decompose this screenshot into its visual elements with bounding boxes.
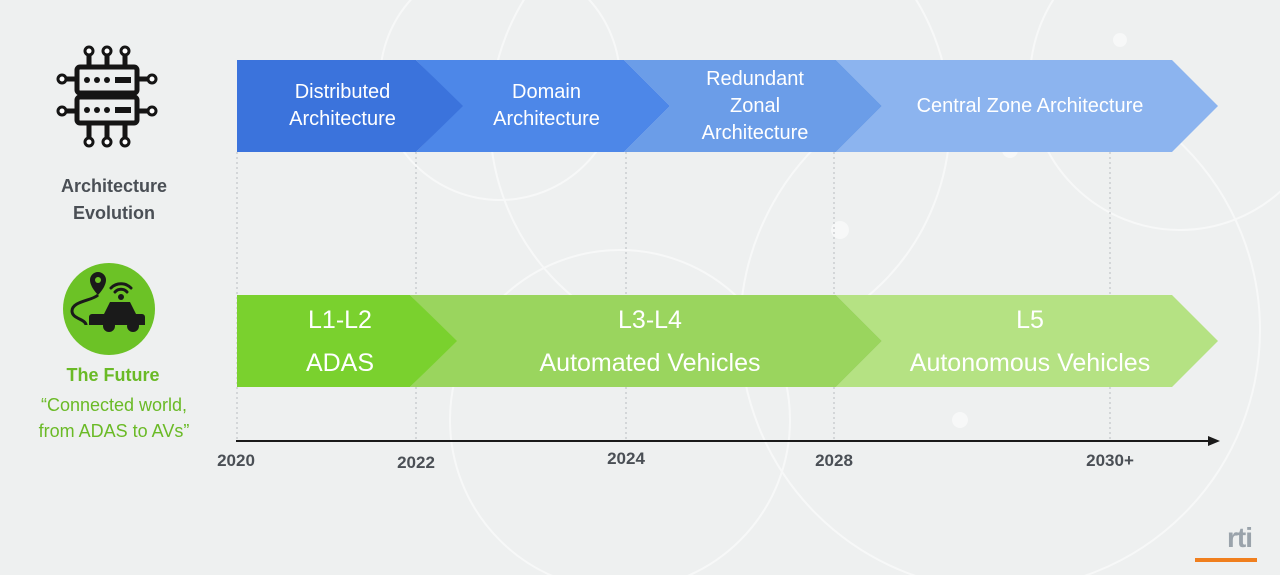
year-label: 2024 [607, 449, 645, 468]
automated-level: L3-L4 [618, 306, 682, 334]
architecture-evolution-label: Architecture Evolution [40, 173, 188, 227]
adas-level: L1-L2 [308, 306, 372, 334]
year-label: 2028 [815, 451, 853, 470]
architecture-stage-arrow [624, 60, 882, 152]
automation-stage-autonomous: L5 Autonomous Vehicles [880, 296, 1180, 388]
year-label: 2020 [217, 451, 255, 470]
automation-stage-automated: L3-L4 Automated Vehicles [455, 296, 845, 388]
future-quote: “Connected world, from ADAS to AVs” [14, 392, 214, 444]
automation-stage-arrow [237, 295, 457, 387]
stage-distributed-line-2: Architecture [289, 108, 396, 130]
adas-name: ADAS [305, 349, 375, 377]
year-label: 2022 [397, 453, 435, 472]
automated-name: Automated Vehicles [539, 349, 761, 377]
architecture-stage-arrow [237, 60, 463, 152]
autonomous-level: L5 [1016, 306, 1044, 334]
stage-central-line-1: Central Zone Architecture [916, 94, 1144, 117]
stage-domain-line-1: Domain [512, 81, 581, 103]
automation-stage-arrow [410, 295, 882, 387]
automation-stage-arrow [836, 295, 1218, 387]
stage-zonal-line-1: Redundant [706, 67, 804, 90]
the-future-title: The Future [66, 365, 160, 385]
stage-domain-line-2: Architecture [493, 108, 600, 130]
architecture-stage-redundant-zonal: Redundant Zonal Architecture [662, 60, 848, 152]
future-quote-line-1: “Connected world, [40, 395, 188, 415]
architecture-stage-distributed: Distributed Architecture [250, 60, 435, 152]
future-quote-line-2: from ADAS to AVs” [38, 421, 190, 441]
autonomous-name: Autonomous Vehicles [909, 349, 1151, 377]
architecture-label-line-2: Evolution [73, 203, 155, 223]
architecture-stage-arrow [416, 60, 670, 152]
timeline-axis-arrowhead [1208, 436, 1220, 446]
logo-accent-bar [1195, 558, 1257, 562]
year-label: 2030+ [1086, 451, 1134, 470]
server-circuit-icon [56, 45, 158, 148]
automation-stage-adas: L1-L2 ADAS [250, 296, 430, 388]
stage-zonal-line-2: Zonal [729, 94, 781, 117]
architecture-stage-arrow [836, 60, 1218, 152]
stage-zonal-line-3: Architecture [701, 121, 809, 144]
connected-car-icon [63, 263, 155, 355]
architecture-label-line-1: Architecture [60, 176, 168, 196]
rti-logo: rti [1227, 522, 1253, 553]
stage-distributed-line-1: Distributed [294, 81, 391, 103]
architecture-stage-domain: Domain Architecture [455, 60, 638, 152]
architecture-stage-central-zone: Central Zone Architecture [875, 60, 1185, 152]
